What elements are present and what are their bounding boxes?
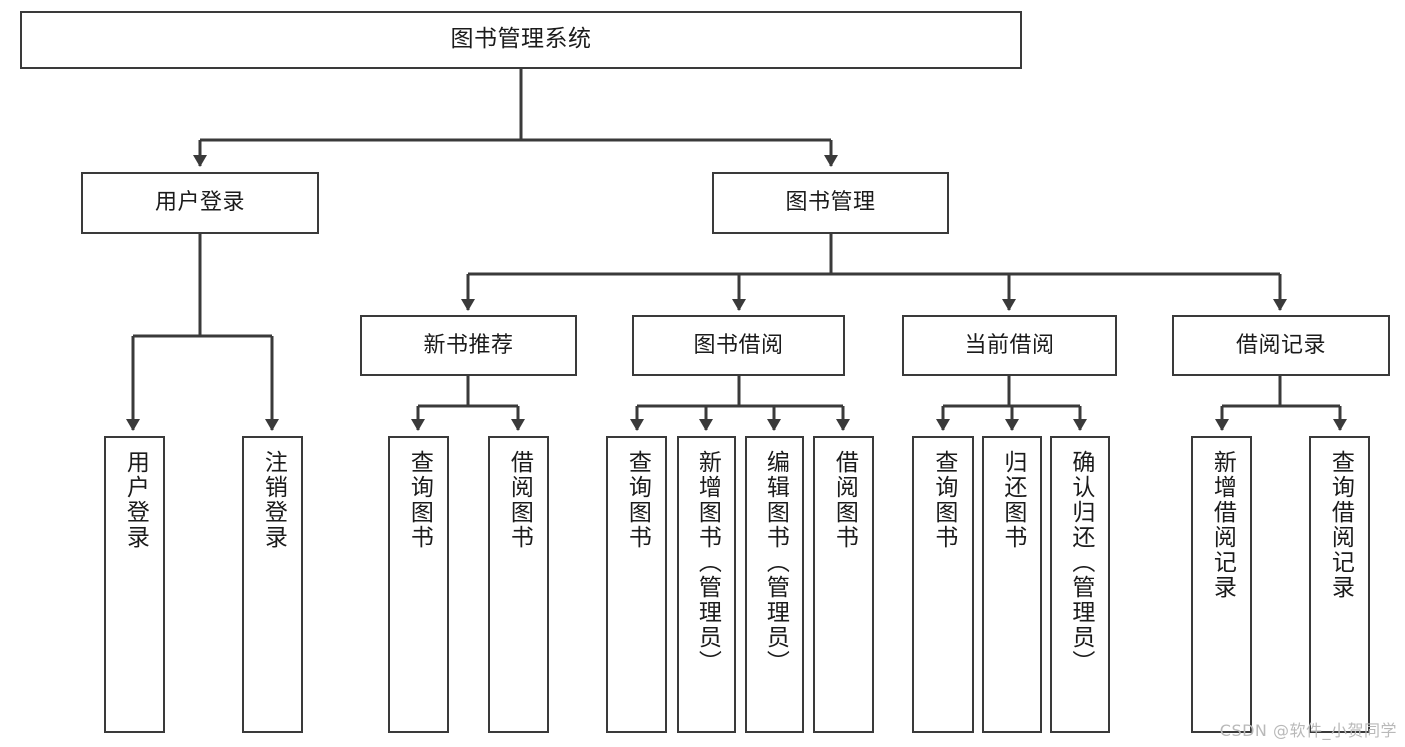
node-root-book-management-system[interactable]: 图书管理系统 bbox=[20, 11, 1022, 69]
node-label: 借阅图书 bbox=[831, 450, 858, 550]
node-leaf-add-borrow-record[interactable]: 新增借阅记录 bbox=[1191, 436, 1252, 733]
node-leaf-borrow-book-2[interactable]: 借阅图书 bbox=[813, 436, 874, 733]
node-leaf-edit-book-admin[interactable]: 编辑图书（管理员） bbox=[745, 436, 804, 733]
node-label: 归还图书 bbox=[999, 450, 1026, 550]
node-label: 注销登录 bbox=[260, 450, 287, 550]
node-label: 编辑图书（管理员） bbox=[762, 450, 789, 675]
node-user-login[interactable]: 用户登录 bbox=[81, 172, 319, 234]
node-leaf-borrow-book-1[interactable]: 借阅图书 bbox=[488, 436, 549, 733]
node-leaf-return-book[interactable]: 归还图书 bbox=[982, 436, 1042, 733]
node-leaf-query-book-2[interactable]: 查询图书 bbox=[606, 436, 667, 733]
node-leaf-logout-login[interactable]: 注销登录 bbox=[242, 436, 303, 733]
node-label: 借阅图书 bbox=[506, 450, 533, 550]
node-label: 新增借阅记录 bbox=[1209, 450, 1236, 600]
node-label: 用户登录 bbox=[122, 450, 149, 550]
node-label: 查询图书 bbox=[624, 450, 651, 550]
node-current-borrow[interactable]: 当前借阅 bbox=[902, 315, 1117, 376]
node-label: 新书推荐 bbox=[423, 332, 514, 358]
node-borrow-record[interactable]: 借阅记录 bbox=[1172, 315, 1390, 376]
node-label: 查询图书 bbox=[930, 450, 957, 550]
node-leaf-query-book-3[interactable]: 查询图书 bbox=[912, 436, 974, 733]
node-label: 图书借阅 bbox=[693, 332, 784, 358]
node-label: 图书管理系统 bbox=[450, 26, 592, 53]
node-new-book-recommend[interactable]: 新书推荐 bbox=[360, 315, 577, 376]
node-book-management[interactable]: 图书管理 bbox=[712, 172, 949, 234]
node-leaf-query-borrow-record[interactable]: 查询借阅记录 bbox=[1309, 436, 1370, 733]
node-label: 查询借阅记录 bbox=[1327, 450, 1354, 600]
node-label: 当前借阅 bbox=[964, 332, 1055, 358]
node-leaf-confirm-return-admin[interactable]: 确认归还（管理员） bbox=[1050, 436, 1110, 733]
node-leaf-add-book-admin[interactable]: 新增图书（管理员） bbox=[677, 436, 736, 733]
watermark-text: CSDN @软件_小贺同学 bbox=[1219, 721, 1397, 740]
node-leaf-user-login[interactable]: 用户登录 bbox=[104, 436, 165, 733]
node-leaf-query-book-1[interactable]: 查询图书 bbox=[388, 436, 449, 733]
node-label: 图书管理 bbox=[785, 190, 876, 216]
node-book-borrow[interactable]: 图书借阅 bbox=[632, 315, 845, 376]
node-label: 确认归还（管理员） bbox=[1067, 450, 1094, 675]
node-label: 新增图书（管理员） bbox=[694, 450, 721, 675]
node-label: 借阅记录 bbox=[1235, 332, 1326, 358]
node-label: 查询图书 bbox=[406, 450, 433, 550]
node-label: 用户登录 bbox=[154, 190, 245, 216]
